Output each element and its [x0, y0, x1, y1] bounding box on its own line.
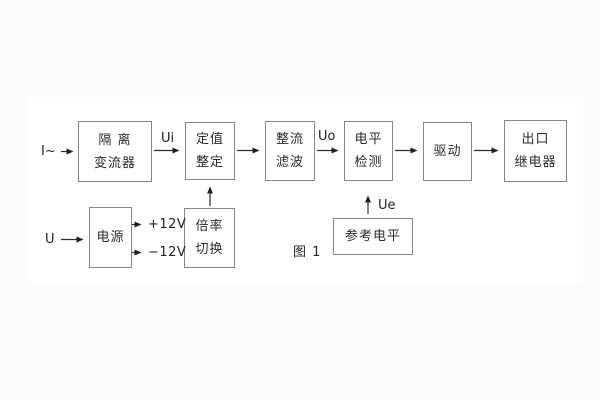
block-power-supply: 电源 — [89, 207, 132, 268]
block-label-line: 电源 — [96, 230, 125, 245]
block-label-line: 切换 — [195, 242, 224, 257]
label-input-current: I~ — [41, 144, 56, 159]
block-label-line: 参考电平 — [344, 229, 401, 244]
block-level-detection: 电平 检测 — [344, 121, 393, 181]
block-label-line: 出口 — [521, 132, 550, 147]
label-minus-12v: −12V — [148, 245, 187, 260]
block-label-line: 滤波 — [275, 155, 304, 170]
label-signal-ue: Ue — [378, 198, 396, 213]
label-input-voltage: U — [45, 232, 55, 247]
block-label-line: 整定 — [195, 155, 224, 170]
block-label-line: 倍率 — [195, 219, 224, 234]
block-isolation-transformer: 隔 离 变流器 — [78, 121, 152, 182]
block-label-line: 变流器 — [93, 155, 136, 171]
block-label-line: 继电器 — [514, 155, 557, 170]
label-plus-12v: +12V — [148, 217, 187, 232]
block-value-setting: 定值 整定 — [185, 122, 235, 180]
block-drive: 驱动 — [423, 122, 472, 181]
block-reference-level: 参考电平 — [333, 218, 413, 255]
block-label-line: 驱动 — [433, 144, 462, 159]
block-label-line: 整流 — [275, 132, 304, 147]
figure-caption: 图 1 — [293, 245, 322, 260]
block-rectifier-filter: 整流 滤波 — [265, 121, 315, 181]
block-output-relay: 出口 继电器 — [504, 120, 567, 182]
label-signal-uo: Uo — [318, 129, 336, 144]
block-label-line: 隔 离 — [98, 132, 132, 148]
label-signal-ui: Ui — [161, 131, 175, 146]
block-label-line: 电平 — [354, 132, 383, 147]
block-ratio-switch: 倍率 切换 — [184, 208, 235, 268]
block-label-line: 检测 — [354, 155, 383, 170]
block-label-line: 定值 — [195, 132, 224, 147]
